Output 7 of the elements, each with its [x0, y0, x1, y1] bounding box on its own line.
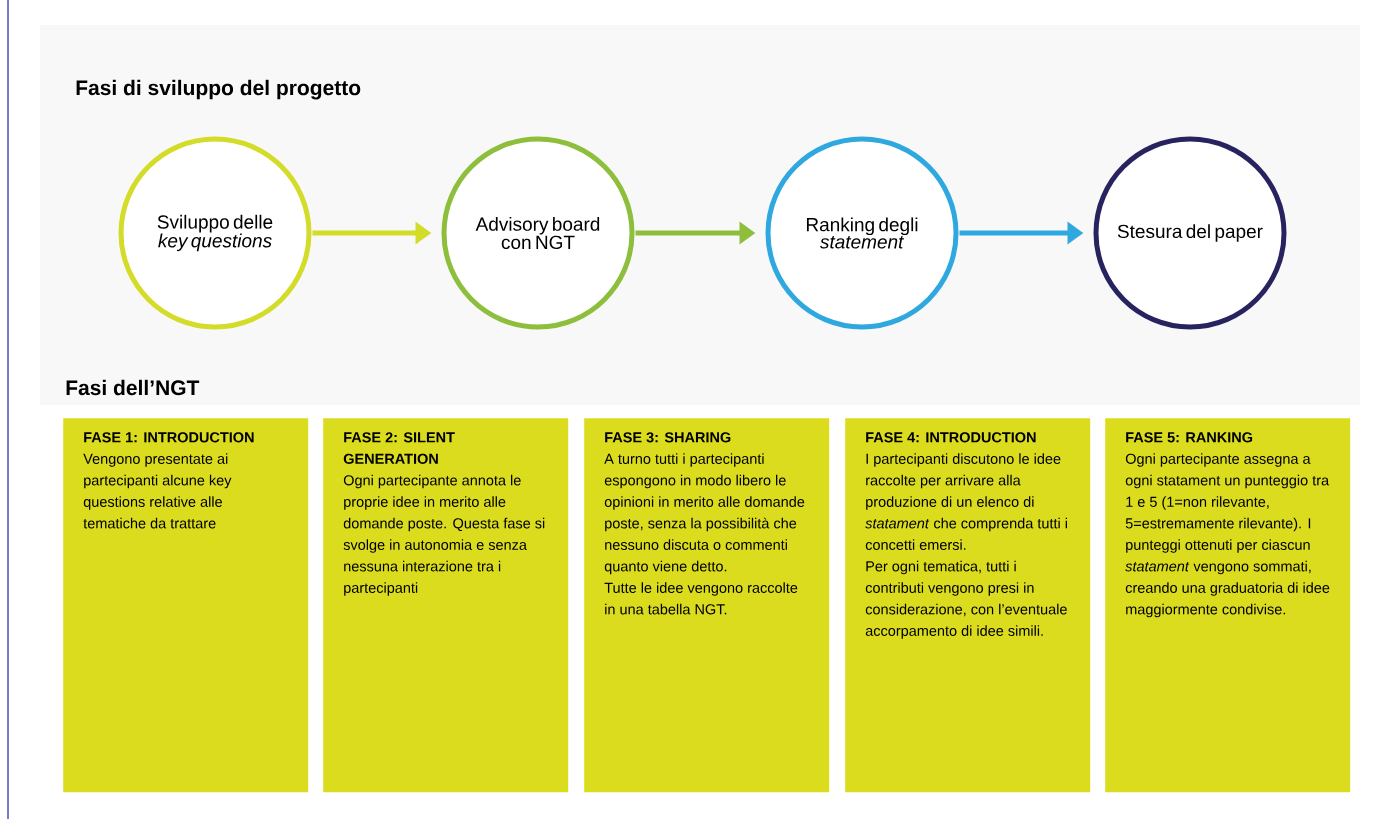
section-heading: Fasi di sviluppo del progetto	[76, 79, 361, 100]
section-heading: Fasi dell’NGT	[66, 379, 200, 396]
phase-box: FASE 2: SILENT GENERATION Ogni partecipante annota le proprie idee in merito alle domande poste. Questa fase si svolge in autonomia e senza nessuna interazione tra i partecipanti	[323, 418, 569, 793]
phase-box: FASE 1: INTRODUCTION Vengono presentate ai partecipanti alcune key questions relative alle tematiche da trattare	[63, 418, 309, 793]
phase-box: FASE 4: INTRODUCTION I partecipanti discutono le idee raccolte per arrivare alla produzione di un elenco di statament che comprenda tutti i concetti emersi. Per ogni tematica, tutti i contributi vengono presi in considerazione, con l’eventuale accorpamento di idee simili.	[845, 418, 1091, 793]
phase-box: FASE 5: RANKING Ogni partecipante assegna a ogni statament un punteggio tra 1 e 5 (1=non rilevante, 5=estremamente rilevante). I punteggi ottenuti per ciascun statament vengono sommati, creando una graduatoria di idee maggiormente condivise.	[1105, 418, 1351, 793]
phase-box: FASE 3: SHARING A turno tutti i partecipanti espongono in modo libero le opinioni in merito alle domande poste, senza la possibilità che nessuno discuta o commenti quanto viene detto. Tutte le idee vengono raccolte in una tabella NGT.	[584, 418, 830, 793]
